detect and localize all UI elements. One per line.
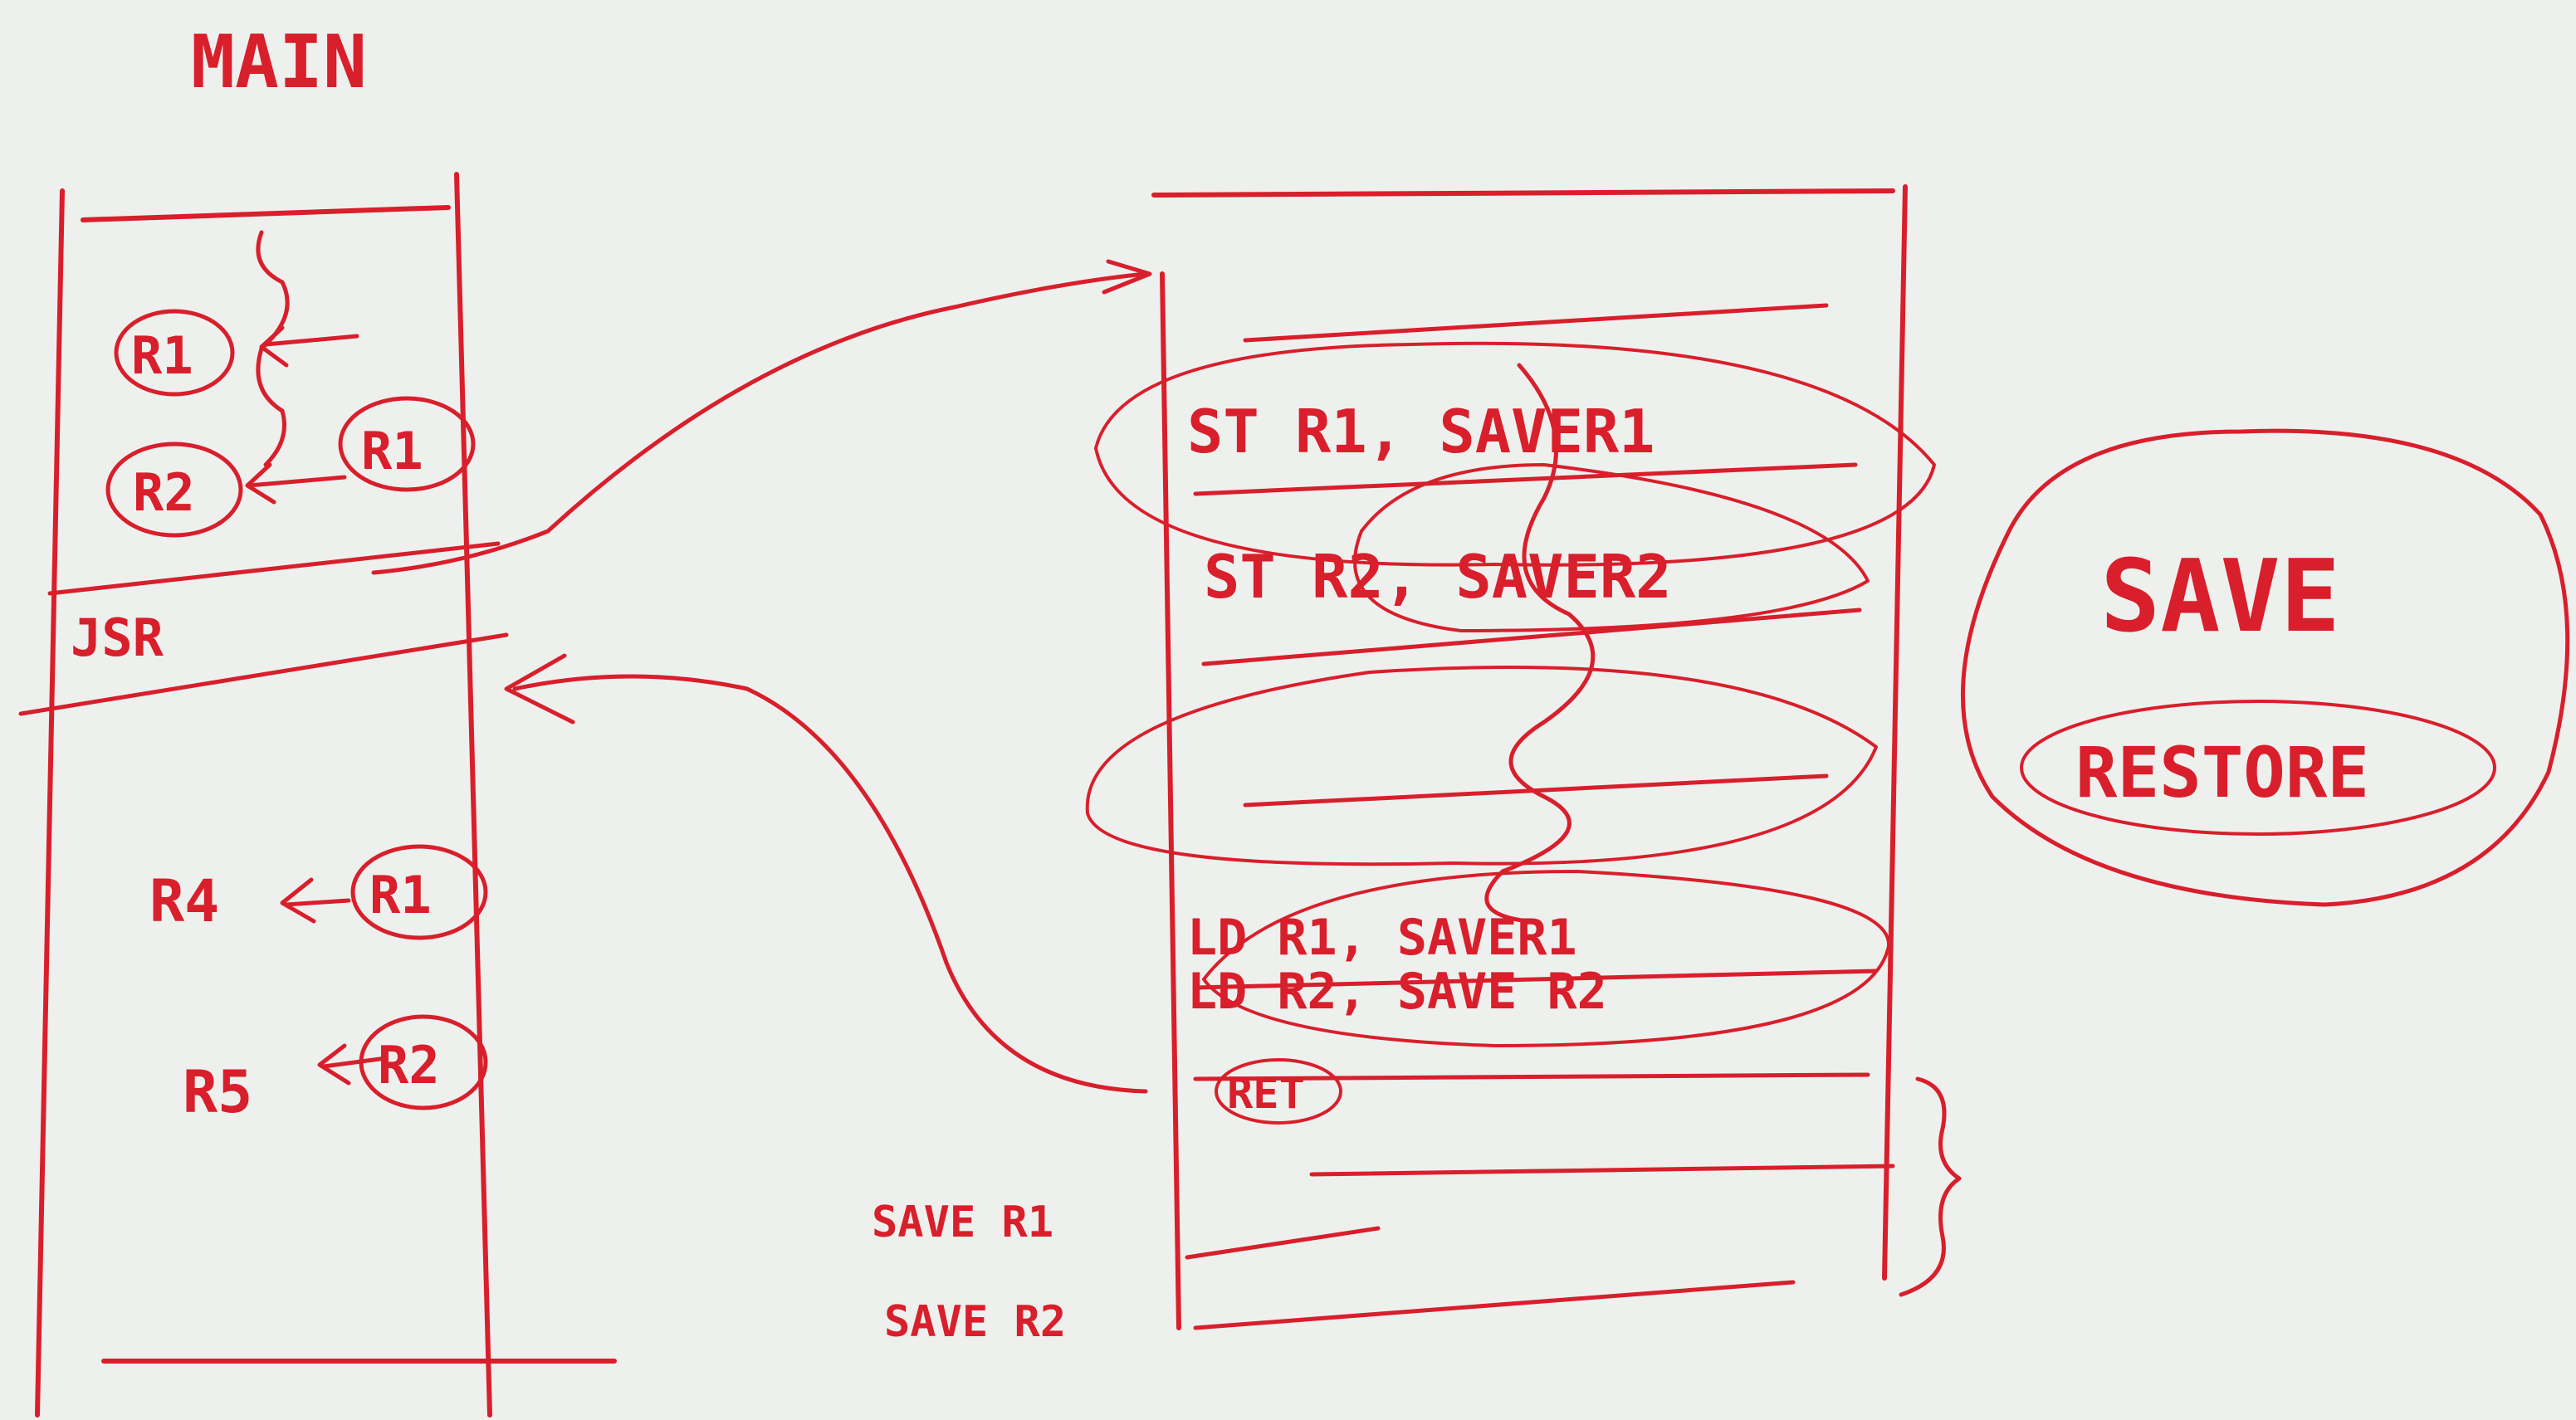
r-src-label: R1 bbox=[361, 421, 423, 481]
save-r2-label: SAVE R2 bbox=[884, 1297, 1066, 1347]
mid-loop bbox=[1088, 667, 1876, 864]
storage-brace bbox=[1901, 1079, 1959, 1295]
jsr-label: JSR bbox=[71, 608, 164, 668]
save-title: SAVE bbox=[2100, 539, 2340, 655]
restore-text: RESTORE bbox=[2075, 732, 2369, 813]
r5-src-label: R2 bbox=[378, 1035, 440, 1095]
main-box bbox=[37, 174, 614, 1415]
return-arc bbox=[515, 676, 1146, 1091]
flow-arrows bbox=[374, 261, 1150, 1091]
subroutine: ST R1, SAVER1 ST R2, SAVER2 LD R1, SAVER… bbox=[872, 187, 1959, 1347]
main-title: MAIN bbox=[191, 19, 367, 105]
r4-label: R4 bbox=[149, 867, 219, 935]
st-r1-text: ST R1, SAVER1 bbox=[1187, 397, 1655, 466]
ret-text: RET bbox=[1227, 1069, 1305, 1119]
ld-r2-text: LD R2, SAVE R2 bbox=[1187, 963, 1607, 1021]
r5-arrow bbox=[320, 1046, 386, 1083]
r2-label: R2 bbox=[133, 462, 195, 523]
r4-arrow bbox=[282, 880, 349, 921]
save-restore-callout: SAVE RESTORE bbox=[1963, 431, 2567, 905]
save-r1-label: SAVE R1 bbox=[872, 1198, 1053, 1247]
r1-label: R1 bbox=[131, 325, 193, 386]
r1-arrow bbox=[262, 328, 357, 365]
sub-box bbox=[1154, 187, 1905, 1328]
st-r2-text: ST R2, SAVER2 bbox=[1204, 542, 1672, 612]
main-program: MAIN R1 R2 R1 JSR R4 R1 R5 R2 bbox=[21, 19, 614, 1415]
ld-r1-text: LD R1, SAVER1 bbox=[1187, 909, 1577, 967]
call-arc bbox=[374, 274, 1146, 573]
r4-src-label: R1 bbox=[369, 865, 432, 925]
r5-label: R5 bbox=[183, 1058, 252, 1126]
r2-arrow bbox=[247, 465, 345, 502]
